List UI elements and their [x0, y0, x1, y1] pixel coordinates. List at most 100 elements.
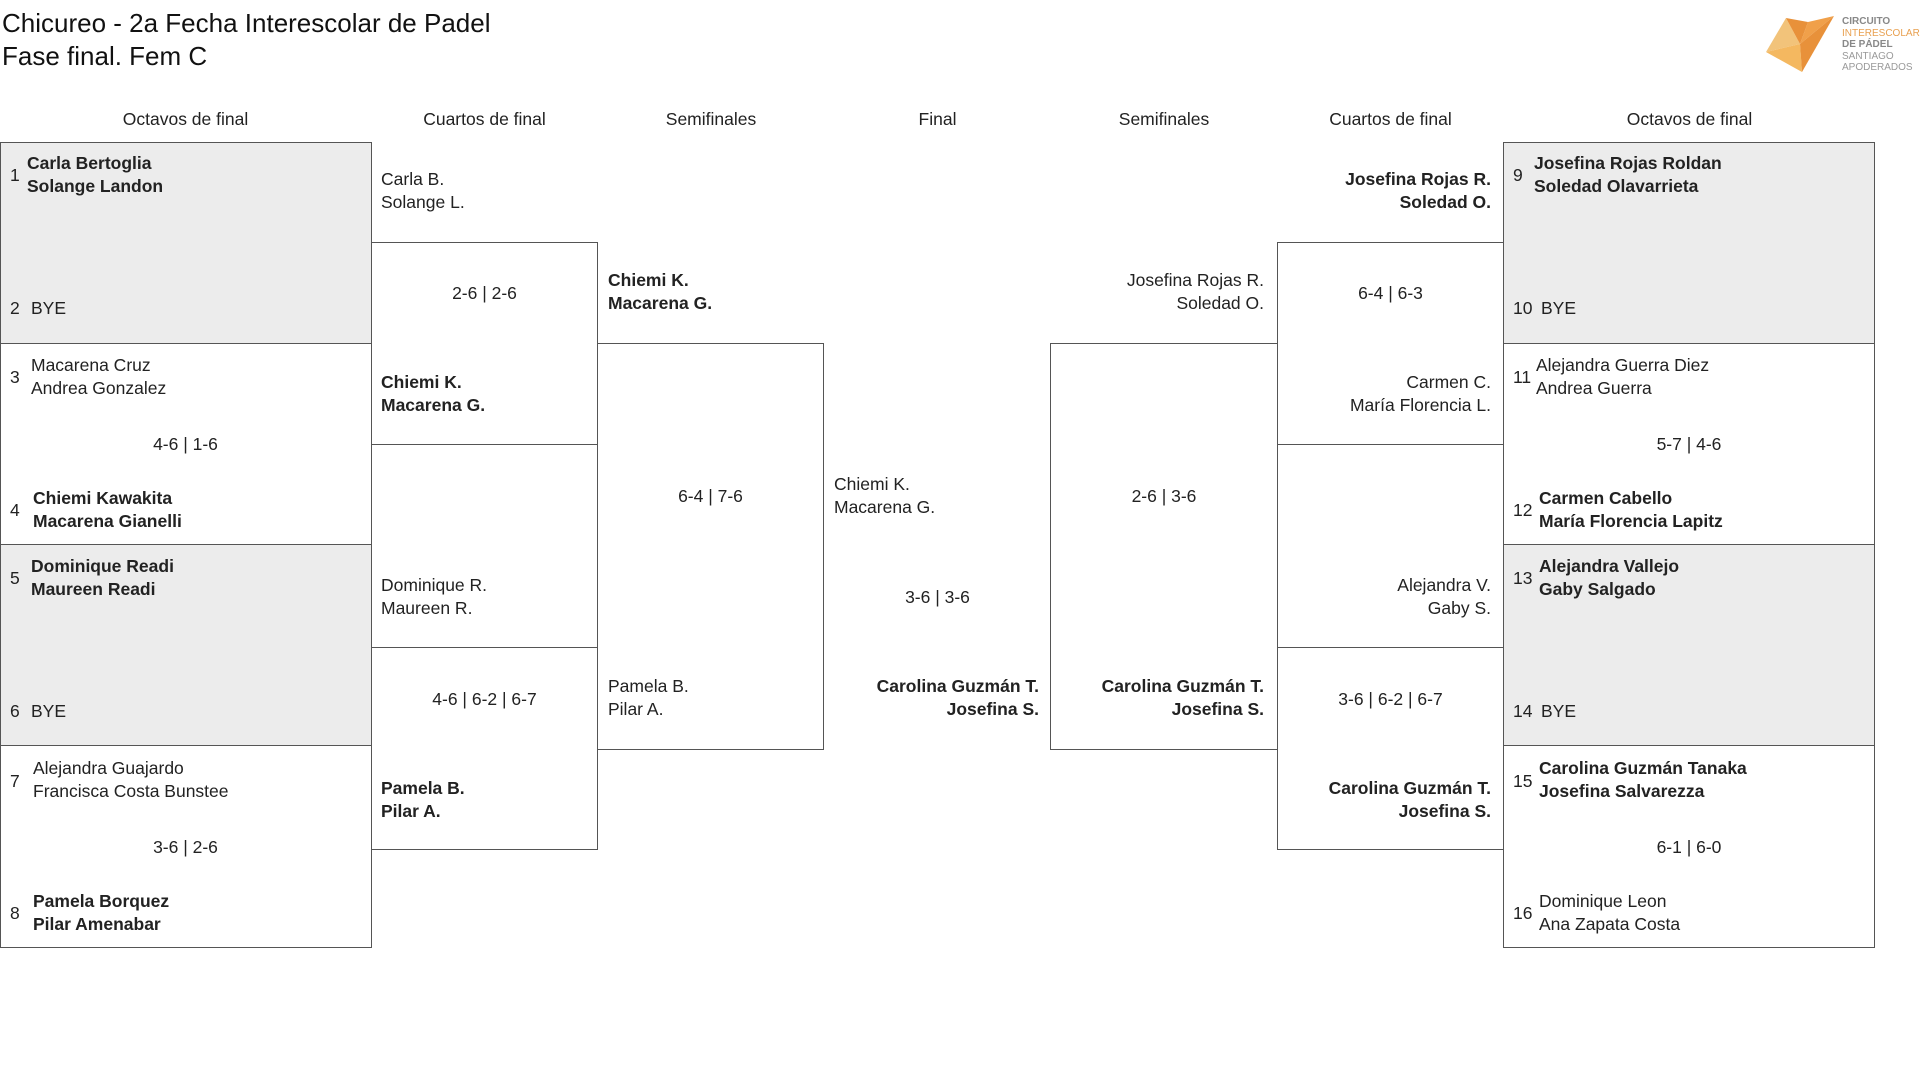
- seed-number: 10: [1513, 298, 1533, 318]
- seed-number: 4: [10, 500, 20, 520]
- seed-number: 5: [10, 568, 20, 588]
- seed-number: 13: [1513, 568, 1533, 588]
- seed-number: 15: [1513, 771, 1533, 791]
- player-name: Alejandra Guajardo: [33, 758, 184, 778]
- player-name: Chiemi K.: [608, 270, 689, 290]
- logo-line-1: CIRCUITO: [1842, 16, 1891, 27]
- player-name: Carolina Guzmán T.: [1328, 778, 1491, 798]
- player-name: Alejandra Guerra Diez: [1536, 355, 1710, 375]
- seed-number: 14: [1513, 701, 1533, 721]
- player-name: BYE: [31, 298, 67, 318]
- player-name: María Florencia Lapitz: [1539, 511, 1723, 531]
- match-score: 3-6 | 2-6: [153, 837, 218, 857]
- player-name: María Florencia L.: [1349, 395, 1491, 415]
- seed-number: 9: [1513, 165, 1523, 185]
- player-name: Alejandra V.: [1397, 575, 1491, 595]
- player-name: Carmen Cabello: [1539, 488, 1673, 508]
- player-name: Chiemi K.: [834, 474, 910, 494]
- match-score: 2-6 | 2-6: [452, 283, 517, 303]
- page-title: Chicureo - 2a Fecha Interescolar de Pade…: [2, 8, 491, 38]
- seed-number: 16: [1513, 903, 1533, 923]
- player-name: Josefina S.: [1398, 801, 1491, 821]
- match-score: 6-4 | 6-3: [1358, 283, 1423, 303]
- player-name: Macarena Gianelli: [33, 511, 182, 531]
- logo: CIRCUITO INTERESCOLAR DE PÁDEL SANTIAGO …: [1764, 14, 1920, 76]
- header-qf-right: Cuartos de final: [1329, 109, 1452, 129]
- match-r16-3[interactable]: [0, 544, 372, 746]
- player-name: Dominique Readi: [31, 556, 174, 576]
- player-name: Pilar Amenabar: [33, 914, 161, 934]
- player-name: Josefina S.: [946, 699, 1039, 719]
- player-name: Carmen C.: [1406, 372, 1491, 392]
- player-name: Pilar A.: [381, 801, 441, 821]
- header-r16-left: Octavos de final: [122, 109, 249, 129]
- match-r16-7[interactable]: [1503, 544, 1875, 746]
- seed-number: 7: [10, 771, 20, 791]
- logo-line-3: DE PÁDEL: [1842, 39, 1893, 50]
- player-name: Andrea Guerra: [1536, 378, 1652, 398]
- match-sf-right[interactable]: [1050, 343, 1278, 750]
- player-name: Solange L.: [381, 192, 465, 212]
- player-name: Soledad O.: [1176, 293, 1264, 313]
- player-name: Macarena G.: [381, 395, 486, 415]
- player-name: Soledad Olavarrieta: [1534, 176, 1699, 196]
- player-name: Andrea Gonzalez: [31, 378, 167, 398]
- player-name: Carla Bertoglia: [27, 153, 152, 173]
- orange-fox-logo-icon: [1766, 16, 1834, 72]
- player-name: Carolina Guzmán Tanaka: [1539, 758, 1747, 778]
- player-name: Soledad O.: [1399, 192, 1491, 212]
- page-subtitle: Fase final. Fem C: [2, 41, 208, 71]
- player-name: Chiemi K.: [381, 372, 462, 392]
- player-name: Carla B.: [381, 169, 445, 189]
- player-name: Dominique Leon: [1539, 891, 1667, 911]
- player-name: Pamela B.: [608, 676, 689, 696]
- player-name: Josefina Rojas R.: [1126, 270, 1264, 290]
- match-score: 6-1 | 6-0: [1656, 837, 1722, 857]
- player-name: Pamela B.: [381, 778, 465, 798]
- match-score: 2-6 | 3-6: [1131, 486, 1197, 506]
- player-name: Dominique R.: [381, 575, 488, 595]
- match-score: 5-7 | 4-6: [1656, 434, 1722, 454]
- player-name: Macarena G.: [608, 293, 713, 313]
- match-r16-1[interactable]: [0, 142, 372, 344]
- player-name: Francisca Costa Bunstee: [33, 781, 229, 801]
- player-name: Gaby Salgado: [1539, 579, 1656, 599]
- header-final: Final: [918, 109, 957, 129]
- logo-line-4: SANTIAGO: [1842, 50, 1894, 62]
- player-name: Maureen Readi: [31, 579, 156, 599]
- player-name: Maureen R.: [381, 598, 473, 618]
- player-name: Josefina S.: [1171, 699, 1264, 719]
- seed-number: 3: [10, 367, 20, 387]
- header-sf-left: Semifinales: [665, 109, 757, 129]
- logo-line-5: APODERADOS: [1842, 62, 1913, 73]
- player-name: Josefina Rojas R.: [1345, 169, 1491, 189]
- player-name: Pamela Borquez: [33, 891, 170, 911]
- player-name: Josefina Salvarezza: [1539, 781, 1705, 801]
- header-sf-right: Semifinales: [1118, 109, 1210, 129]
- player-name: Carolina Guzmán T.: [1101, 676, 1264, 696]
- logo-line-2: INTERESCOLAR: [1842, 27, 1920, 39]
- player-name: Ana Zapata Costa: [1539, 914, 1681, 934]
- seed-number: 1: [10, 165, 20, 185]
- match-score: 4-6 | 1-6: [153, 434, 218, 454]
- seed-number: 2: [10, 298, 20, 318]
- match-score: 3-6 | 6-2 | 6-7: [1338, 689, 1443, 709]
- seed-number: 8: [10, 903, 20, 923]
- match-r16-8[interactable]: [1503, 745, 1875, 948]
- player-name: Solange Landon: [27, 176, 164, 196]
- player-name: Alejandra Vallejo: [1539, 556, 1680, 576]
- match-score: 3-6 | 3-6: [905, 587, 970, 607]
- header-r16-right: Octavos de final: [1626, 109, 1753, 129]
- player-name: Gaby S.: [1427, 598, 1491, 618]
- match-sf-left[interactable]: [597, 343, 824, 750]
- player-name: Pilar A.: [608, 699, 664, 719]
- player-name: BYE: [1541, 701, 1577, 721]
- player-name: Chiemi Kawakita: [33, 488, 173, 508]
- seed-number: 6: [10, 701, 20, 721]
- player-name: Macarena G.: [834, 497, 936, 517]
- player-name: BYE: [31, 701, 67, 721]
- match-score: 4-6 | 6-2 | 6-7: [432, 689, 537, 709]
- seed-number: 12: [1513, 500, 1533, 520]
- player-name: Josefina Rojas Roldan: [1534, 153, 1722, 173]
- player-name: BYE: [1541, 298, 1577, 318]
